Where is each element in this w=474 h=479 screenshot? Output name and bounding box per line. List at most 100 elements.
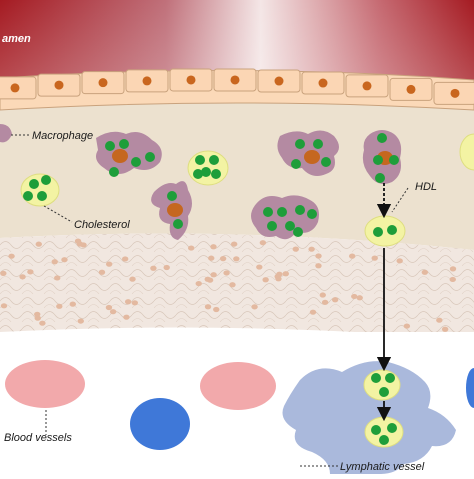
media-cell-dot <box>403 323 411 329</box>
media-layer <box>0 233 474 340</box>
cholesterol-droplet <box>105 141 115 151</box>
endothelial-nucleus <box>230 75 240 85</box>
blood-vessel <box>200 362 276 410</box>
media-cell-dot <box>150 265 157 271</box>
media-cell-dot <box>109 309 117 315</box>
blood-vessels <box>5 360 474 450</box>
media-cell-dot <box>35 241 42 247</box>
cholesterol-droplet <box>373 155 383 165</box>
media-cell-dot <box>351 293 358 300</box>
endothelial-nucleus <box>142 76 152 86</box>
endothelial-nucleus <box>318 78 328 88</box>
cholesterol-droplet <box>379 435 389 445</box>
endothelial-nucleus <box>186 75 196 85</box>
cholesterol-droplet <box>209 155 219 165</box>
endothelial-nucleus <box>98 78 108 88</box>
cholesterol-droplet <box>263 207 273 217</box>
media-cell-dot <box>51 259 58 265</box>
endothelial-nucleus <box>450 88 460 98</box>
media-cell-dot <box>0 303 8 309</box>
media-cell-dot <box>219 256 227 262</box>
lymphatic-vessel-label: Lymphatic vessel <box>340 461 425 473</box>
cholesterol-droplet <box>285 221 295 231</box>
endothelial-nucleus <box>362 81 372 91</box>
media-cell-dot <box>105 261 113 267</box>
media-cell-dot <box>204 276 211 282</box>
macrophage-nucleus <box>304 150 320 164</box>
endothelial-nucleus <box>406 84 416 94</box>
media-cell-dot <box>262 277 269 283</box>
cholesterol-droplet <box>371 425 381 435</box>
media-cell-dot <box>309 309 317 315</box>
media-cell-dot <box>441 326 449 332</box>
cholesterol-droplet <box>277 207 287 217</box>
blue-vessel <box>130 398 190 450</box>
media-cell-dot <box>131 300 139 306</box>
cholesterol-label: Cholesterol <box>74 219 130 231</box>
lymphatic-vessel <box>282 361 456 474</box>
cholesterol-droplet <box>119 139 129 149</box>
cholesterol-droplet <box>195 155 205 165</box>
media-cell-dot <box>54 275 61 281</box>
lumen-label: amen <box>2 33 31 45</box>
macrophage-nucleus <box>112 149 128 163</box>
media-cell-dot <box>98 269 106 275</box>
intima-layer <box>0 84 474 251</box>
media-cell-dot <box>229 282 236 288</box>
cholesterol-droplet <box>385 373 395 383</box>
cholesterol-leader <box>43 205 73 223</box>
media-cell-dot <box>123 314 130 320</box>
media-cell-dot <box>204 304 212 310</box>
media-cell-dot <box>105 304 113 311</box>
media-cell-dot <box>195 280 202 287</box>
media-cell-dot <box>321 299 329 305</box>
media-cell-dot <box>331 297 339 303</box>
media-cell-dot <box>0 270 7 276</box>
media-cell-dot <box>19 274 26 280</box>
cholesterol-droplet <box>373 227 383 237</box>
blood-vessels-label: Blood vessels <box>4 432 72 444</box>
media-cell-dot <box>292 246 299 252</box>
cholesterol-droplet <box>295 139 305 149</box>
media-cell-dot <box>251 304 258 310</box>
media-cell-dot <box>69 301 77 307</box>
hdl-leader <box>391 187 409 213</box>
media-cell-dot <box>275 276 282 282</box>
macrophage-nucleus <box>167 203 183 217</box>
media-cell-dot <box>449 266 457 272</box>
media-cell-dot <box>121 256 129 262</box>
cholesterol-droplet <box>173 219 183 229</box>
media-cell-dot <box>319 292 326 298</box>
macrophage-nuclei <box>112 149 393 217</box>
media-cell-dot <box>282 271 290 277</box>
cholesterol-droplet <box>201 167 211 177</box>
blue-vessel <box>466 368 474 408</box>
media-cell-dot <box>449 276 456 283</box>
hdl-particle <box>20 173 60 207</box>
media-cell-dot <box>56 303 63 309</box>
cholesterol-droplet <box>291 159 301 169</box>
cholesterol-droplet <box>371 373 381 383</box>
cholesterol-droplet <box>267 221 277 231</box>
cholesterol-droplet <box>29 179 39 189</box>
media-cell-dot <box>436 317 443 323</box>
media-cell-dot <box>77 318 84 324</box>
hdl-particle <box>364 215 406 247</box>
cholesterol-droplet <box>145 152 155 162</box>
cholesterol-droplet <box>313 139 323 149</box>
media-cell-dot <box>124 299 132 305</box>
cholesterol-droplet <box>379 387 389 397</box>
media-cell-dot <box>315 263 322 269</box>
macrophage <box>0 124 12 143</box>
media-cell-dot <box>27 269 34 275</box>
media-cell-dot <box>223 270 230 276</box>
media-cell-dot <box>34 311 41 317</box>
media-cell-dot <box>356 295 363 301</box>
media-cell-dot <box>129 276 136 282</box>
media-cell-dot <box>348 253 356 259</box>
cholesterol-droplet <box>387 225 397 235</box>
macrophage-label: Macrophage <box>32 130 93 142</box>
cholesterol-droplet <box>41 175 51 185</box>
media-cell-dot <box>396 258 403 264</box>
